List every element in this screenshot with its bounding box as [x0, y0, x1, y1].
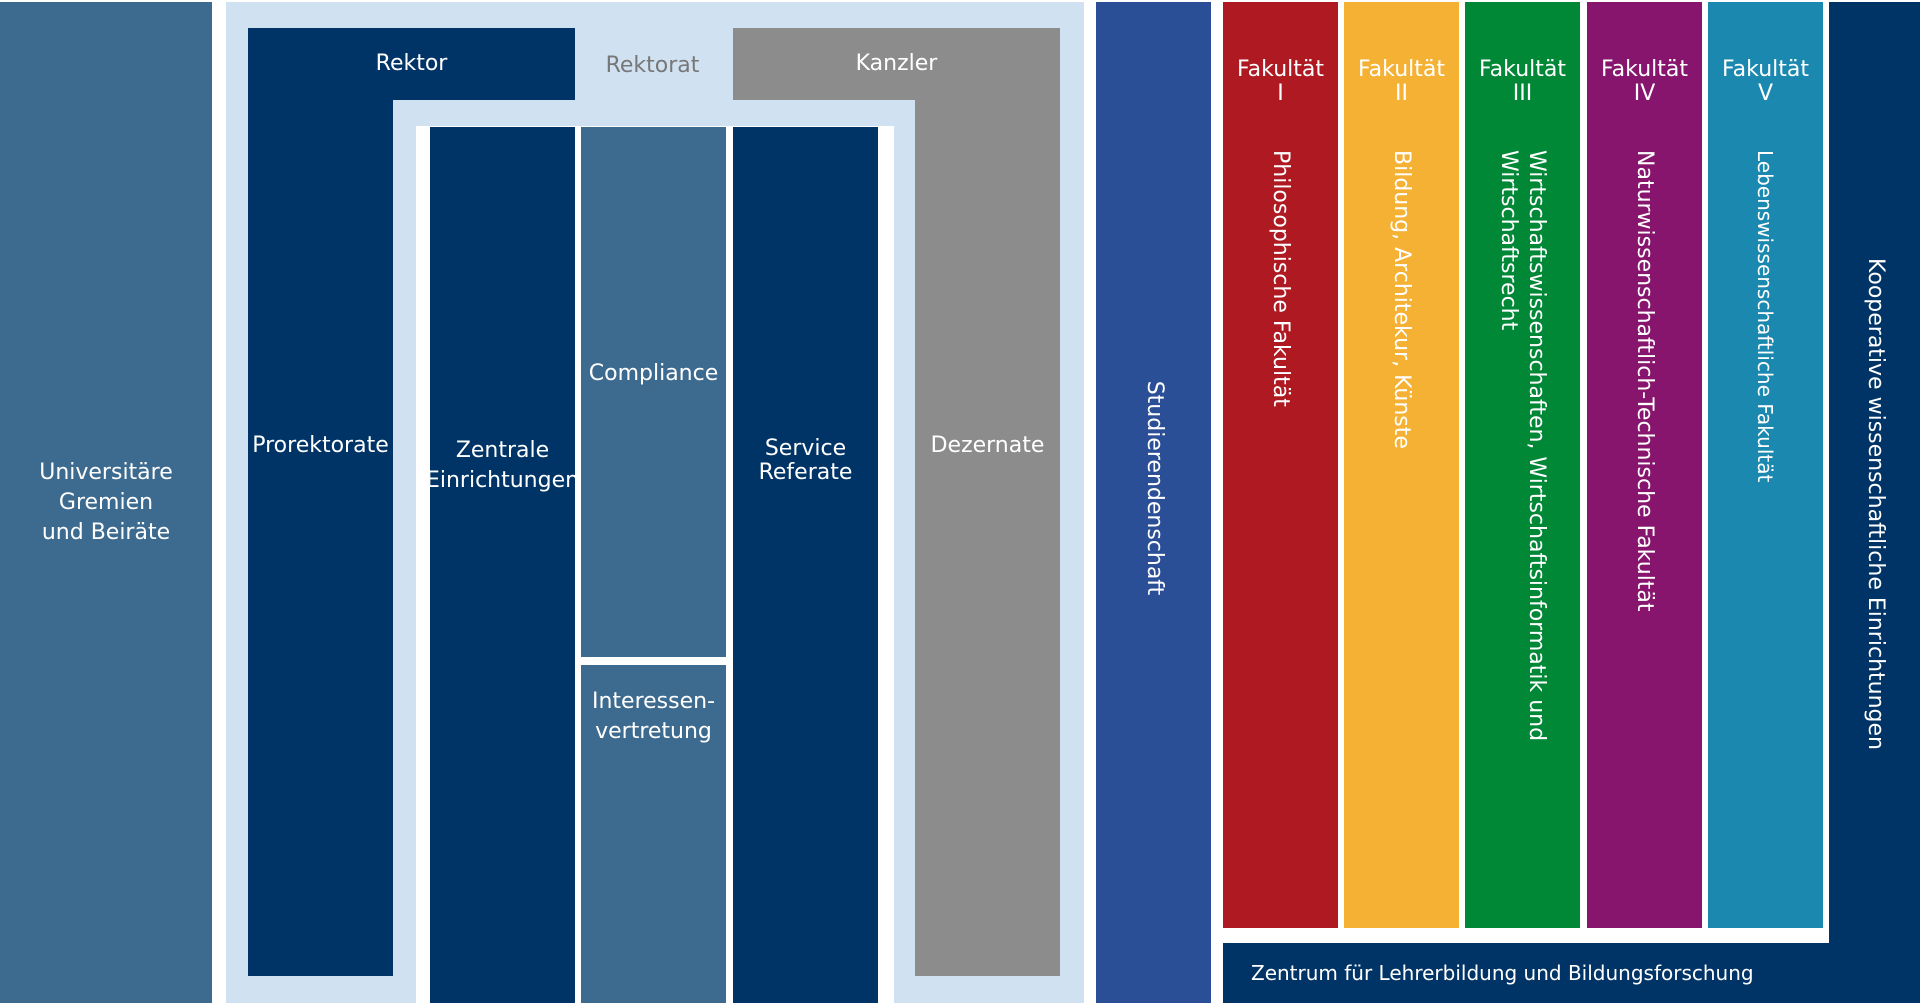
- fakultaet-4: Fakultät IV Naturwissenschaftlich-Techni…: [1587, 2, 1702, 928]
- rektorat-label: Rektorat: [605, 52, 700, 78]
- zentrale-label: Zentrale Einrichtungen: [425, 438, 580, 493]
- kooperative-label: Kooperative wissenschaftliche Einrichtun…: [1862, 258, 1888, 750]
- prorektorate-box: Prorektorate: [248, 100, 393, 976]
- studierendenschaft-label: Studierendenschaft: [1141, 380, 1167, 596]
- service-box: Service Referate: [733, 127, 878, 1003]
- fakultaet-5: Fakultät V Lebenswissenschaftliche Fakul…: [1708, 2, 1823, 928]
- dezernate-box: Dezernate: [915, 100, 1060, 976]
- studierendenschaft-box: Studierendenschaft: [1096, 2, 1211, 1003]
- fakultaet-1-heading: Fakultät I: [1237, 57, 1324, 106]
- fakultaet-5-heading: Fakultät V: [1722, 57, 1809, 106]
- gremien-box: Universitäre Gremien und Beiräte: [0, 2, 212, 1003]
- kooperative-box: Kooperative wissenschaftliche Einrichtun…: [1829, 2, 1920, 1003]
- rektor-label-wrap: Rektor: [248, 28, 575, 100]
- service-label: Service Referate: [758, 436, 853, 485]
- fakultaet-3-name: Wirtschaftswissenschaften, Wirtschaftsin…: [1496, 150, 1549, 742]
- fakultaet-1: Fakultät I Philosophische Fakultät: [1223, 2, 1338, 928]
- compliance-box: Compliance: [581, 127, 726, 657]
- zentrum-box: Zentrum für Lehrerbildung und Bildungsfo…: [1223, 943, 1920, 1003]
- interessen-label: Interessen- vertretung: [591, 689, 716, 744]
- zentrum-label: Zentrum für Lehrerbildung und Bildungsfo…: [1251, 961, 1754, 985]
- fakultaet-2-heading: Fakultät II: [1358, 57, 1445, 106]
- fakultaet-3: Fakultät III Wirtschaftswissenschaften, …: [1465, 2, 1580, 928]
- fakultaet-5-name: Lebenswissenschaftliche Fakultät: [1753, 150, 1777, 483]
- fakultaet-4-heading: Fakultät IV: [1601, 57, 1688, 106]
- compliance-label: Compliance: [588, 361, 719, 386]
- zentrale-box: Zentrale Einrichtungen: [426, 127, 579, 1003]
- fakultaet-4-name: Naturwissenschaftlich-Technische Fakultä…: [1632, 150, 1657, 612]
- gremien-label: Universitäre Gremien und Beiräte: [39, 459, 173, 545]
- fakultaet-1-name: Philosophische Fakultät: [1268, 150, 1293, 407]
- fakultaet-2-name: Bildung, Architekur, Künste: [1389, 150, 1414, 449]
- prorektorate-label: Prorektorate: [252, 433, 389, 458]
- fakultaet-3-heading: Fakultät III: [1479, 57, 1566, 106]
- interessen-box: Interessen- vertretung: [581, 665, 726, 1003]
- kanzler-box: Kanzler: [733, 28, 1060, 100]
- dezernate-label: Dezernate: [930, 433, 1045, 458]
- rektor-box: [248, 28, 575, 100]
- rektor-label: Rektor: [375, 51, 448, 76]
- fakultaet-2: Fakultät II Bildung, Architekur, Künste: [1344, 2, 1459, 928]
- kanzler-label: Kanzler: [855, 51, 938, 76]
